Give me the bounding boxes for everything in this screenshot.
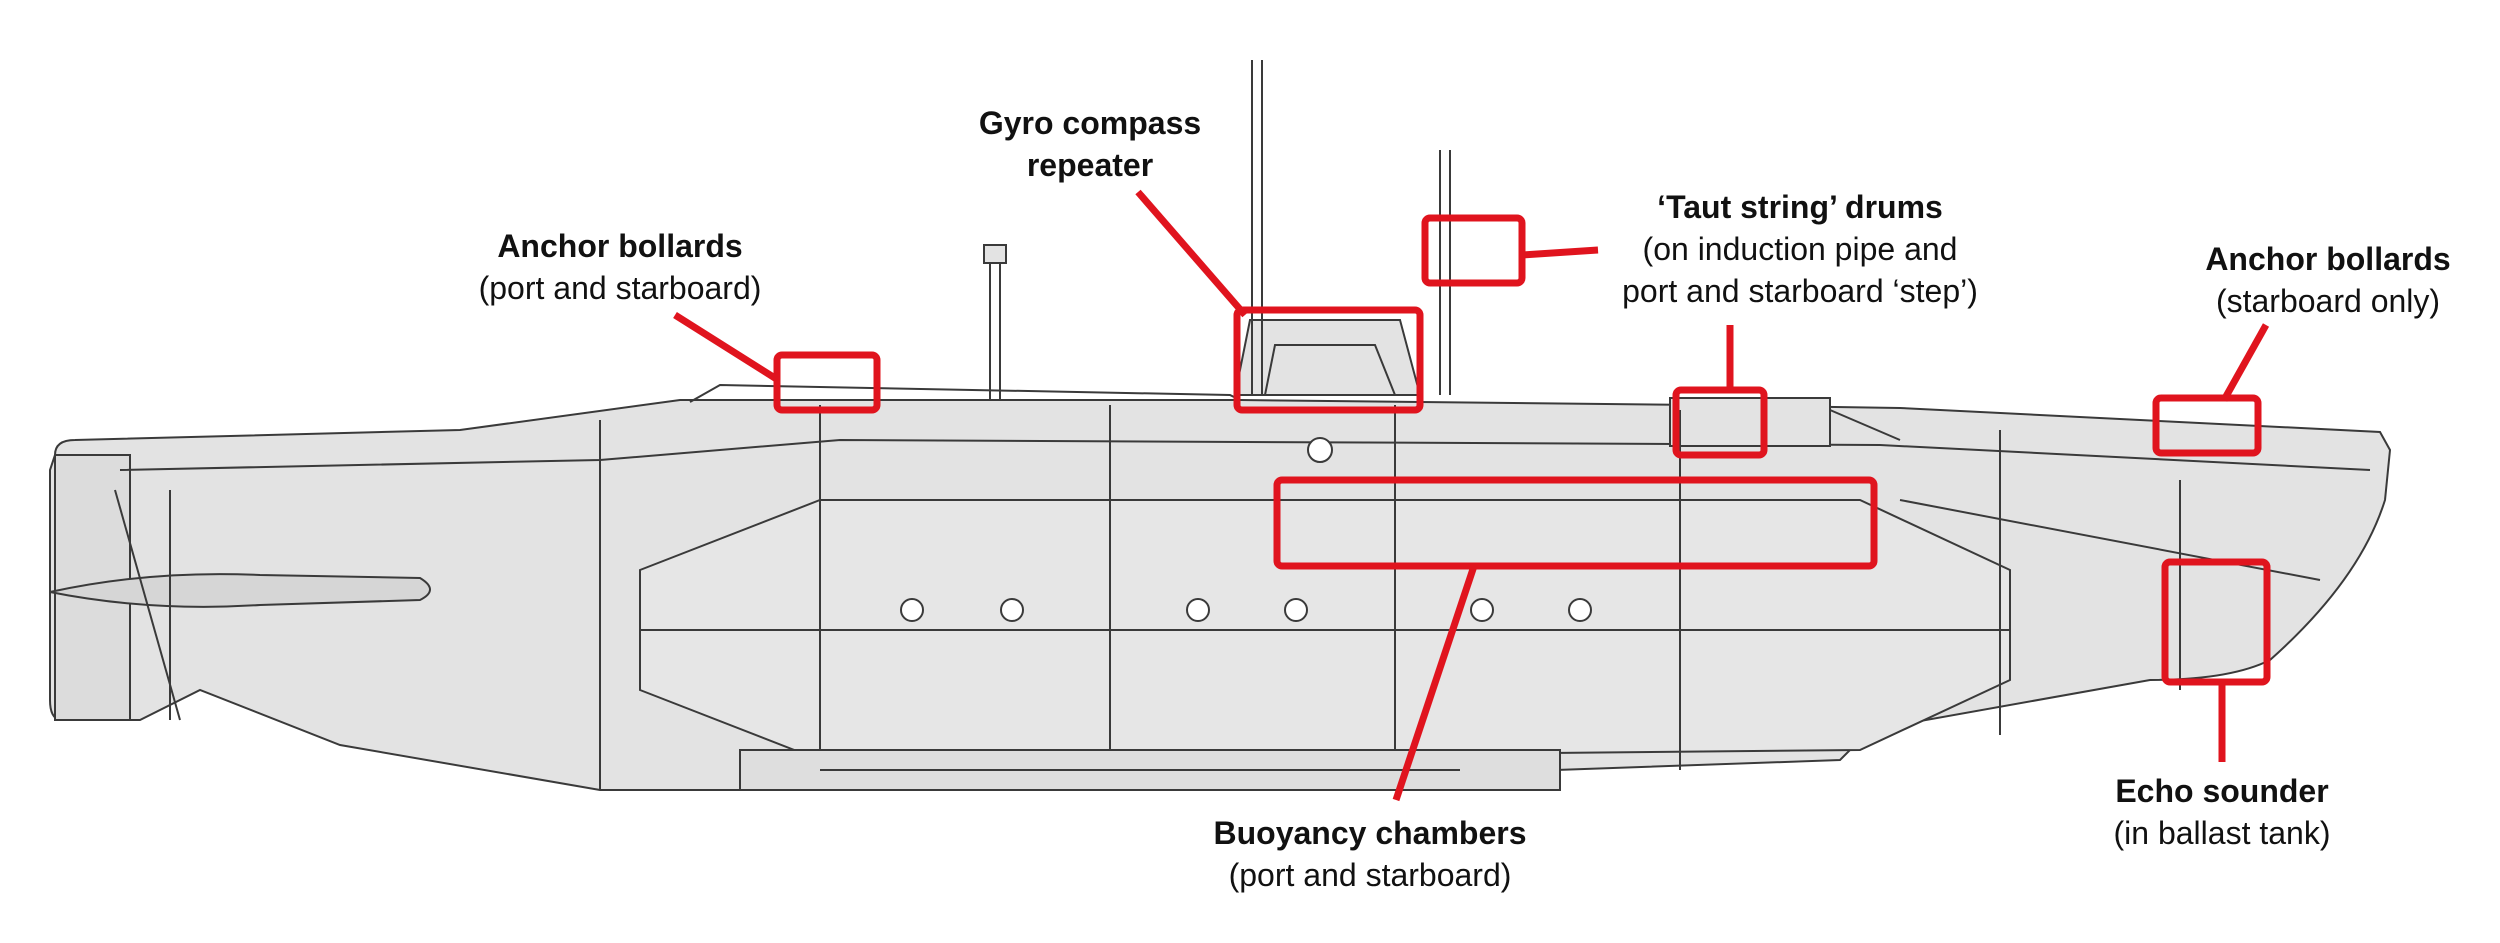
box-anchor-bollards-port (773, 351, 881, 414)
taut-string-title: ‘Taut string’ drums (1657, 189, 1943, 225)
callout-anchor-bollards-stbd: Anchor bollards (starboard only) (2178, 238, 2478, 322)
callout-taut-string-drums: ‘Taut string’ drums (on induction pipe a… (1585, 186, 2015, 312)
anchor-bollards-port-title: Anchor bollards (497, 228, 743, 264)
box-buoyancy-chambers (1273, 476, 1878, 570)
leader-gyro (1135, 189, 1248, 318)
echo-sounder-subtitle: (in ballast tank) (2113, 815, 2331, 851)
buoyancy-chambers-title: Buoyancy chambers (1213, 815, 1527, 851)
callout-buoyancy-chambers: Buoyancy chambers (port and starboard) (1180, 812, 1560, 896)
submarine-hull (49, 60, 2392, 791)
callout-anchor-bollards-port: Anchor bollards (port and starboard) (445, 225, 795, 309)
leader-anchor-stbd (2220, 323, 2270, 402)
gyro-compass-title-line2: repeater (1026, 147, 1154, 183)
taut-string-subtitle-line1: (on induction pipe and (1642, 231, 1958, 267)
box-anchor-bollards-stbd (2152, 394, 2262, 457)
leader-buoyancy (1392, 564, 1478, 802)
highlight-boxes (773, 214, 2271, 686)
hull-portholes (900, 437, 1592, 622)
box-taut-string-mast (1421, 214, 1526, 287)
buoyancy-chambers-subtitle: (port and starboard) (1228, 857, 1512, 893)
anchor-bollards-stbd-subtitle: (starboard only) (2215, 283, 2441, 319)
box-taut-string-drums (1672, 386, 1768, 459)
leader-lines (673, 189, 2270, 802)
callout-gyro-compass: Gyro compass repeater (960, 102, 1220, 186)
gyro-compass-title-line1: Gyro compass (978, 105, 1202, 141)
box-gyro-compass (1233, 306, 1424, 414)
callout-echo-sounder: Echo sounder (in ballast tank) (2092, 770, 2352, 854)
leader-taut-string-mast (1521, 246, 1599, 259)
taut-string-subtitle-line2: port and starboard ‘step’) (1622, 273, 1978, 309)
box-echo-sounder (2161, 558, 2271, 686)
leader-anchor-port (673, 312, 780, 383)
anchor-bollards-port-subtitle: (port and starboard) (478, 270, 762, 306)
anchor-bollards-stbd-title: Anchor bollards (2205, 241, 2451, 277)
echo-sounder-title: Echo sounder (2115, 773, 2329, 809)
